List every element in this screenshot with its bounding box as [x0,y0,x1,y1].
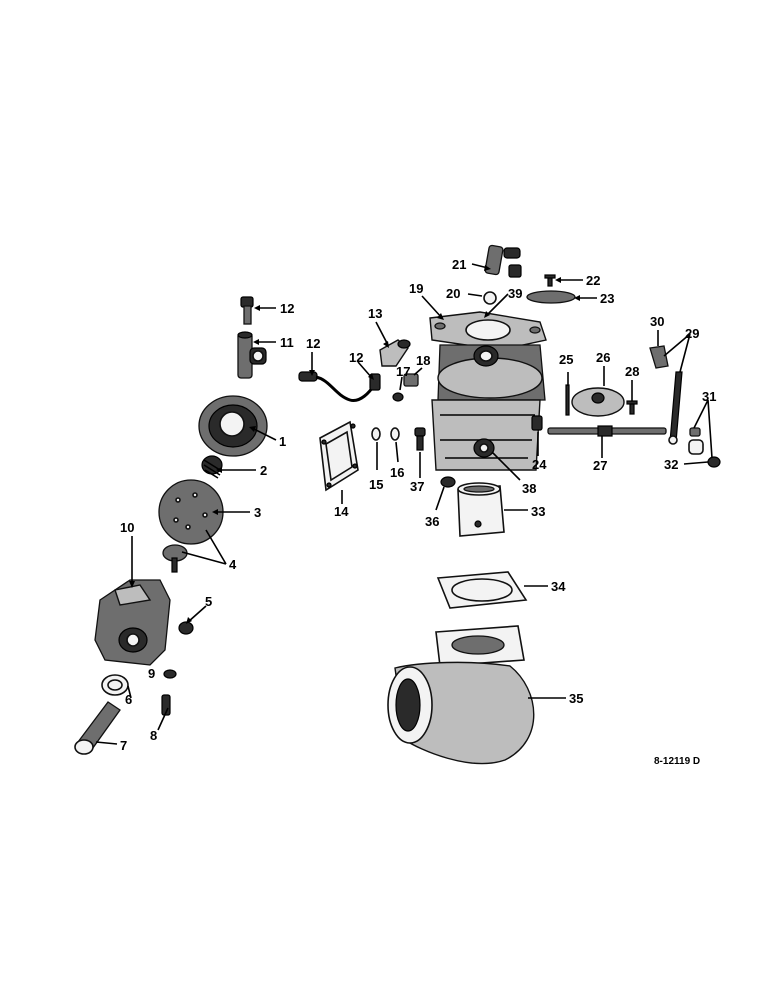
callout-12-line: 12 [306,336,320,351]
part-30-lever [649,345,669,369]
part-7-tube [74,701,121,755]
reference-code: 8-12119 D [654,756,700,767]
part-23-disc [526,290,576,304]
callout-36: 36 [425,514,439,529]
callout-8: 8 [150,728,157,743]
callout-5: 5 [205,594,212,609]
callout-26: 26 [596,350,610,365]
callout-13: 13 [368,306,382,321]
leader-lines [95,263,713,745]
callout-27: 27 [593,458,607,473]
part-31-fittings [688,427,704,455]
part-4-valve [162,544,188,573]
callout-3: 3 [254,505,261,520]
part-18-fitting [403,373,419,387]
part-12-fuel-line [298,371,381,402]
callout-12-elbow: 12 [349,350,363,365]
part-16-ring [390,427,400,441]
callout-28: 28 [625,364,639,379]
callout-21: 21 [452,257,466,272]
callout-4: 4 [229,557,237,572]
callout-37: 37 [410,479,424,494]
part-22-pin [544,274,556,287]
callout-15: 15 [369,477,383,492]
callout-31: 31 [702,389,716,404]
part-24-fitting [531,415,543,431]
callout-32: 32 [664,457,678,472]
part-10-body [94,579,171,666]
callout-7: 7 [120,738,127,753]
part-2-spring [201,455,223,479]
part-1-cover-ring [198,395,268,457]
callout-24: 24 [532,457,547,472]
callout-20: 20 [446,286,460,301]
part-5-plug [178,621,194,635]
part-27-shaft [547,425,667,437]
callout-39: 39 [508,286,522,301]
callout-25: 25 [559,352,573,367]
callout-29: 29 [685,326,699,341]
part-36-ring [440,476,456,488]
callout-23: 23 [600,291,614,306]
part-12-elbow-fitting [240,296,254,325]
part-17-nut [392,392,404,402]
part-21-fitting [484,244,522,278]
callout-34: 34 [551,579,566,594]
callout-16: 16 [390,465,404,480]
part-34-gasket [436,571,528,609]
part-35-elbow-housing [387,625,535,765]
part-25-needle [565,384,570,416]
callout-19: 19 [409,281,423,296]
callout-labels: 12 11 1 2 3 4 10 5 9 6 8 7 12 12 13 18 1… [120,257,716,753]
callout-17: 17 [396,364,410,379]
callout-10: 10 [120,520,134,535]
part-29-arm [668,371,683,445]
callout-12-top: 12 [280,301,294,316]
callout-1: 1 [279,434,286,449]
part-37-screw [414,427,426,451]
part-6-gasket [101,674,129,696]
callout-14: 14 [334,504,349,519]
part-32-nut [707,456,721,468]
part-28-pin [626,400,638,415]
callout-6: 6 [125,692,132,707]
callout-38: 38 [522,481,536,496]
part-20-washer [483,291,497,305]
callout-33: 33 [531,504,545,519]
part-26-float [571,387,625,417]
part-11-tee-fitting [237,331,267,379]
part-33-bowl [457,482,505,537]
callout-2: 2 [260,463,267,478]
part-9-ring [163,669,177,679]
callout-18: 18 [416,353,430,368]
part-15-ring [371,427,381,441]
callout-30: 30 [650,314,664,329]
callout-22: 22 [586,273,600,288]
callout-11: 11 [280,335,294,350]
part-8-jet [161,694,171,716]
callout-35: 35 [569,691,583,706]
callout-9: 9 [148,666,155,681]
part-19-carburetor-body [429,311,547,471]
part-14-gasket [319,420,359,492]
